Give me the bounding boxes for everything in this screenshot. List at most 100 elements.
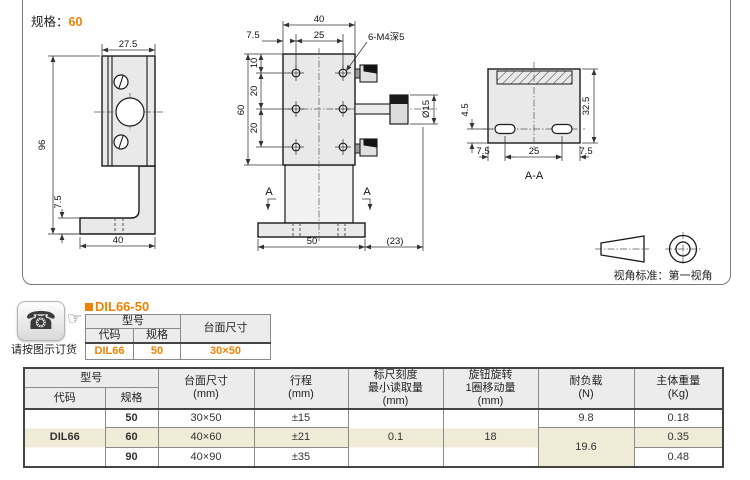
- svg-text:A: A: [363, 186, 371, 198]
- dim-foot-width: 40: [79, 235, 156, 249]
- side-view-bracket: [79, 165, 156, 235]
- phone-icon: ☎: [25, 306, 57, 335]
- svg-text:20: 20: [249, 123, 260, 134]
- slot-right: [551, 123, 573, 135]
- drawing-panel: 规格：60: [22, 0, 731, 285]
- dim-top-width: 27.5: [101, 39, 156, 55]
- svg-text:96: 96: [37, 140, 48, 151]
- mini-header-size: 台面尺寸: [180, 314, 271, 344]
- cell-spec: 50: [104, 408, 159, 429]
- dim-height: 60: [236, 53, 283, 166]
- dim-foot-height: 7.5: [53, 195, 80, 243]
- spec-table: 型号 台面尺寸 (mm) 行程 (mm) 标尺刻度 最小读取量 (mm) 旋钮旋…: [23, 367, 724, 468]
- front-view-base: [257, 222, 366, 238]
- svg-text:Ø15: Ø15: [421, 100, 432, 118]
- svg-text:50: 50: [307, 236, 318, 247]
- mini-header-code: 代码: [85, 328, 134, 344]
- mini-header-spec: 规格: [133, 328, 181, 344]
- cell-stroke: ±35: [253, 447, 349, 468]
- svg-text:7.5: 7.5: [246, 30, 259, 41]
- dim-total-height: 96: [37, 55, 100, 235]
- pointing-hand-icon: ☞: [67, 309, 83, 328]
- section-label: A-A: [525, 170, 544, 182]
- svg-text:25: 25: [314, 30, 325, 41]
- drawing-side-view: 27.5 96 7.5 40: [37, 39, 163, 249]
- cell-weight: 0.18: [633, 408, 724, 429]
- table-row: 90 40×90 ±35 0.48: [24, 447, 724, 468]
- cell-stroke: ±15: [253, 408, 349, 429]
- header-scale: 标尺刻度 最小读取量 (mm): [347, 367, 444, 410]
- dim-body-height: 32.5: [581, 68, 598, 144]
- header-code: 代码: [23, 387, 106, 410]
- svg-text:7.5: 7.5: [476, 146, 489, 157]
- svg-text:(23): (23): [387, 236, 404, 247]
- header-weight: 主体重量 (Kg): [633, 367, 724, 410]
- section-body: [483, 62, 585, 150]
- cell-size: 40×60: [157, 427, 255, 449]
- header-load: 耐负载 (N): [537, 367, 635, 410]
- svg-text:6-M4深5: 6-M4深5: [368, 32, 404, 43]
- drive-knob: [354, 94, 409, 125]
- dim-slot-height: 4.5: [460, 103, 493, 153]
- svg-text:7.5: 7.5: [53, 195, 64, 208]
- header-knob: 旋钮旋转 1圈移动量 (mm): [442, 367, 539, 410]
- cell-weight: 0.35: [633, 427, 724, 449]
- hatch-strip: [496, 70, 573, 85]
- cell-load: 19.6: [537, 427, 635, 468]
- svg-text:32.5: 32.5: [581, 97, 592, 116]
- mini-code-value: DIL66: [85, 342, 134, 360]
- table-row: DIL66 50 30×50 ±15 0.1 18 9.8 0.18: [23, 408, 724, 468]
- order-table: 型号 台面尺寸 代码 规格 DIL66 50 30×50: [85, 314, 271, 360]
- svg-text:7.5: 7.5: [579, 146, 592, 157]
- svg-text:4.5: 4.5: [460, 103, 471, 116]
- order-note: 请按图示订货: [11, 344, 77, 356]
- frustum-icon: [600, 235, 645, 263]
- svg-text:10: 10: [249, 58, 260, 69]
- clamp-screw-top: [354, 64, 378, 83]
- svg-text:27.5: 27.5: [119, 39, 138, 50]
- table-row-highlighted: 60 40×60 ±21 19.6 0.35: [24, 427, 724, 468]
- cell-spec: 60: [104, 427, 159, 449]
- dim-base-width: 50 (23): [257, 127, 424, 251]
- svg-text:60: 60: [236, 105, 247, 116]
- dim-knob-dia: Ø15: [410, 94, 438, 125]
- mini-size-value: 30×50: [180, 342, 271, 360]
- drawing-front-view: 40 7.5 25 6-M4深5 60: [236, 14, 438, 251]
- cell-scale: 0.1: [347, 408, 444, 468]
- cell-load: 9.8: [537, 408, 635, 429]
- svg-text:A: A: [265, 186, 273, 198]
- spec-label: 规格：60: [31, 11, 82, 30]
- title-bullet: [85, 302, 93, 311]
- cell-code: DIL66: [23, 408, 106, 468]
- front-view-body: [257, 48, 438, 241]
- drawing-section-view: 4.5 32.5 7.5 25 7.5 A-A: [460, 62, 598, 182]
- order-title-text: DIL66-50: [95, 299, 150, 314]
- front-view-holes: [288, 65, 351, 155]
- svg-text:25: 25: [529, 146, 540, 157]
- dim-bottom: 7.5 25 7.5: [476, 136, 593, 161]
- knob-circle: [115, 97, 145, 127]
- clamp-screw-bottom: [354, 138, 378, 157]
- dim-hole-pitch: 25: [296, 30, 344, 69]
- mini-header-model: 型号: [85, 314, 181, 329]
- svg-text:40: 40: [314, 14, 325, 25]
- order-title: DIL66-50: [85, 299, 149, 314]
- svg-text:40: 40: [113, 235, 124, 246]
- dim-row-offsets: 10 20 20: [249, 54, 289, 148]
- phone-icon-box: ☎: [17, 301, 65, 341]
- section-marks: A A: [265, 186, 373, 210]
- cell-knob: 18: [442, 408, 539, 468]
- side-view-body: [79, 55, 163, 235]
- header-spec: 规格: [104, 387, 159, 410]
- cell-size: 40×90: [157, 447, 255, 468]
- cell-spec: 90: [104, 447, 159, 468]
- target-icon-outer: [668, 234, 698, 264]
- target-icon-inner: [675, 241, 691, 257]
- projection-standard: 视角标准：第一视角: [593, 231, 733, 283]
- header-stroke: 行程 (mm): [253, 367, 349, 410]
- thread-callout: 6-M4深5: [345, 32, 404, 72]
- first-angle-icon: [595, 232, 701, 266]
- dim-width: 40: [282, 14, 356, 54]
- mini-spec-value: 50: [133, 342, 181, 360]
- projection-note: 视角标准：第一视角: [613, 270, 713, 282]
